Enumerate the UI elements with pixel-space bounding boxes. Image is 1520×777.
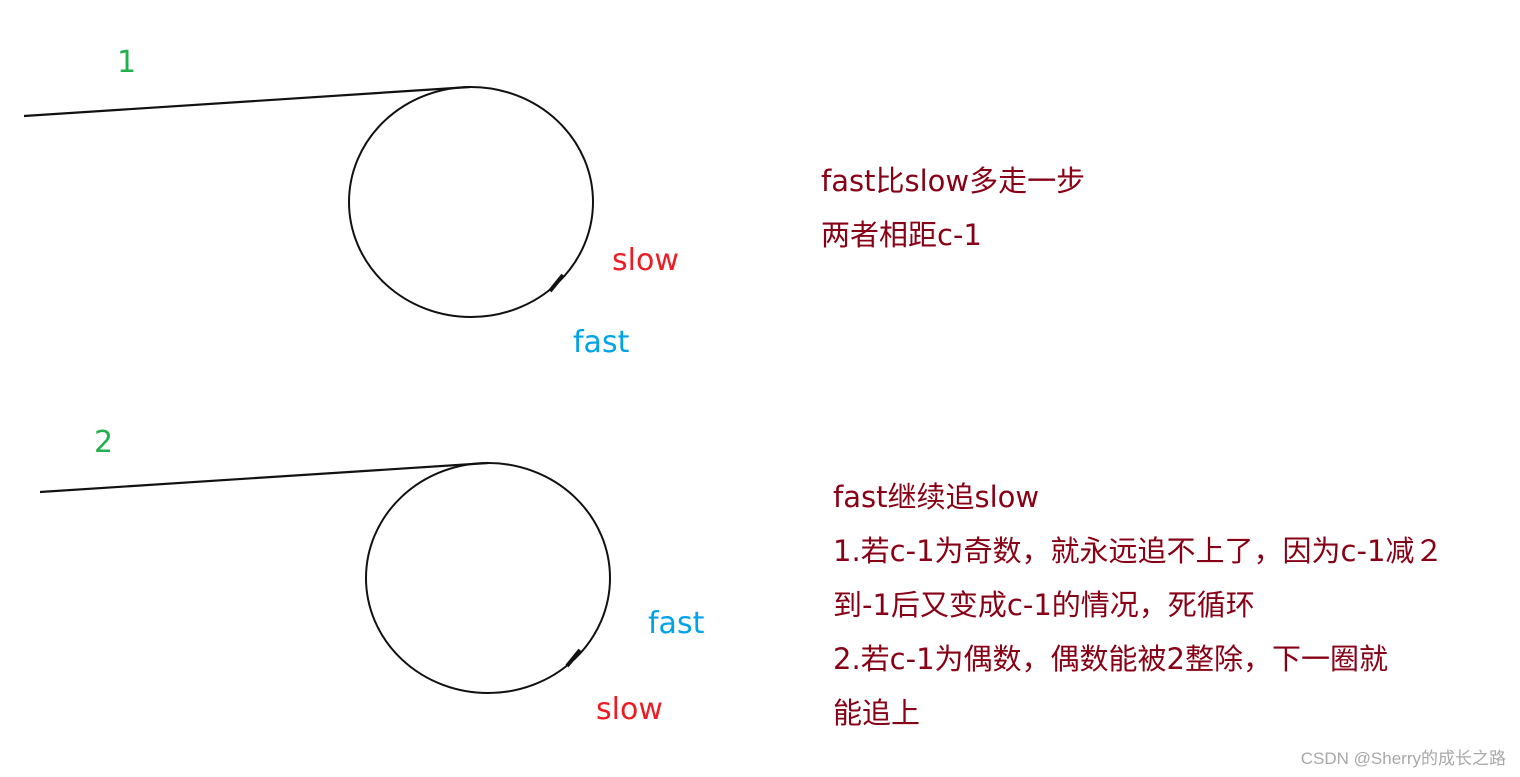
note-line: 能追上 bbox=[833, 696, 921, 730]
diagram-2-slow-label: slow bbox=[596, 692, 663, 727]
diagram-1-fast-label: fast bbox=[573, 325, 630, 360]
note-line: fast继续追slow bbox=[833, 480, 1040, 514]
diagram-1-slow-label: slow bbox=[612, 243, 679, 278]
diagram-1-notes: fast比slow多走一步 两者相距c-1 bbox=[821, 154, 1085, 262]
note-line: fast比slow多走一步 bbox=[821, 164, 1086, 198]
note-line: 1.若c-1为奇数，就永远追不上了，因为c-1减２ bbox=[833, 534, 1444, 568]
note-line: 两者相距c-1 bbox=[821, 218, 982, 252]
pointer-mark-1 bbox=[548, 273, 565, 293]
diagram-2-number: 2 bbox=[94, 425, 114, 460]
note-line: 2.若c-1为偶数，偶数能被2整除，下一圈就 bbox=[833, 642, 1388, 676]
diagram-2-fast-label: fast bbox=[648, 606, 705, 641]
pointer-mark-2 bbox=[565, 648, 582, 668]
list-tail-line-2 bbox=[39, 461, 489, 494]
diagram-1-shape bbox=[23, 85, 594, 318]
diagram-2-notes: fast继续追slow 1.若c-1为奇数，就永远追不上了，因为c-1减２ 到-… bbox=[833, 470, 1443, 740]
watermark: CSDN @Sherry的成长之路 bbox=[1300, 749, 1506, 768]
cycle-ellipse-2 bbox=[365, 462, 611, 694]
diagram-1-number: 1 bbox=[117, 45, 137, 80]
cycle-ellipse-1 bbox=[348, 86, 594, 318]
list-tail-line-1 bbox=[23, 85, 471, 118]
note-line: 到-1后又变成c-1的情况，死循环 bbox=[833, 588, 1255, 622]
diagram-2-shape bbox=[39, 461, 611, 694]
